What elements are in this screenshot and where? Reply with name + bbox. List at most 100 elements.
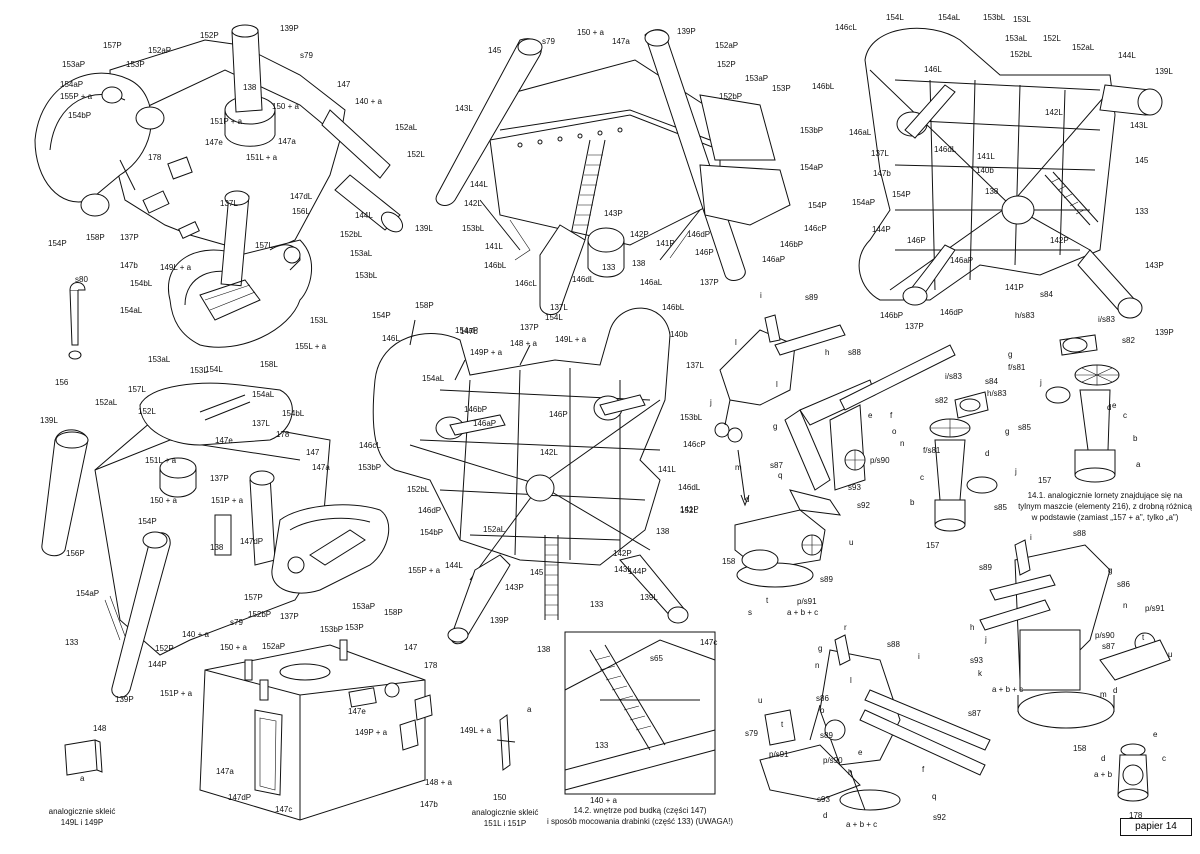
part-label: e bbox=[1112, 401, 1117, 410]
part-label: 137L bbox=[550, 303, 568, 312]
part-label: u bbox=[758, 696, 762, 705]
caption-151: analogicznie skleić 151L i 151P bbox=[472, 808, 539, 828]
part-label: 152bP bbox=[719, 92, 742, 101]
part-label: s88 bbox=[1073, 529, 1086, 538]
part-label: 150 + a bbox=[150, 496, 177, 505]
part-label: 157P bbox=[244, 593, 263, 602]
page-number-badge: papier 14 bbox=[1120, 818, 1192, 836]
part-label: o bbox=[892, 427, 897, 436]
part-label: r bbox=[844, 623, 847, 632]
part-label: e bbox=[858, 748, 863, 757]
part-label: 152L bbox=[138, 407, 156, 416]
part-label: 141L bbox=[485, 242, 503, 251]
part-label: s88 bbox=[887, 640, 900, 649]
part-label: 146dL bbox=[934, 145, 957, 154]
caption-149-line1: analogicznie skleić bbox=[49, 807, 116, 816]
caption-14-1-line3: w podstawie (zamiast „157 + a", tylko „a… bbox=[1031, 513, 1179, 522]
part-label: a bbox=[80, 774, 85, 783]
part-label: 146aP bbox=[473, 419, 496, 428]
part-label: 144P bbox=[872, 225, 891, 234]
part-label: 143L bbox=[1130, 121, 1148, 130]
part-label: 146dL bbox=[678, 483, 701, 492]
part-label: s86 bbox=[1117, 580, 1130, 589]
part-label: 150 + a bbox=[272, 102, 299, 111]
part-label: 145 bbox=[488, 46, 502, 55]
part-label: a + b + c bbox=[846, 820, 877, 829]
part-label: s82 bbox=[1122, 336, 1135, 345]
part-label: 148 + a bbox=[425, 778, 452, 787]
part-label: 141P bbox=[680, 505, 699, 514]
part-label: 144L bbox=[1118, 51, 1136, 60]
part-label: 149L + a bbox=[160, 263, 192, 272]
part-label: c bbox=[920, 473, 924, 482]
part-label: 137P bbox=[280, 612, 299, 621]
part-label: 149L + a bbox=[555, 335, 587, 344]
part-label: g bbox=[1108, 566, 1112, 575]
part-label: 137L bbox=[252, 419, 270, 428]
part-label: 154P bbox=[48, 239, 67, 248]
part-label: h bbox=[970, 623, 974, 632]
part-label: 137L bbox=[871, 149, 889, 158]
part-label: s93 bbox=[970, 656, 983, 665]
part-label: a + b bbox=[1094, 770, 1113, 779]
part-label: 143L bbox=[455, 104, 473, 113]
caption-149-line2: 149L i 149P bbox=[61, 818, 103, 827]
part-label: t bbox=[781, 720, 784, 729]
part-label: s79 bbox=[300, 51, 313, 60]
part-label: 142L bbox=[540, 448, 558, 457]
part-label: 147a bbox=[216, 767, 234, 776]
part-label: 153P bbox=[126, 60, 145, 69]
part-label: 154bP bbox=[420, 528, 443, 537]
part-label: g bbox=[1005, 427, 1009, 436]
part-label: s bbox=[748, 608, 752, 617]
part-label: 145 bbox=[1135, 156, 1149, 165]
part-label: 149P + a bbox=[355, 728, 388, 737]
part-label: 147a bbox=[612, 37, 630, 46]
part-label: 151L + a bbox=[145, 456, 177, 465]
part-label: 153L bbox=[310, 316, 328, 325]
part-label: 148 bbox=[93, 724, 107, 733]
part-label: 133 bbox=[590, 600, 604, 609]
part-label: 178 bbox=[1129, 811, 1143, 820]
part-label: o bbox=[820, 706, 825, 715]
part-label: 154aP bbox=[76, 589, 99, 598]
part-label: 147 bbox=[306, 448, 320, 457]
part-label: 141P bbox=[1005, 283, 1024, 292]
part-label: k bbox=[978, 669, 983, 678]
part-label: 137P bbox=[210, 474, 229, 483]
part-label: e bbox=[868, 411, 873, 420]
part-label: 147a bbox=[312, 463, 330, 472]
gun-assembly-bottom bbox=[759, 634, 991, 811]
part-label: u bbox=[1168, 650, 1172, 659]
part-label: 140b bbox=[976, 166, 994, 175]
caption-14-1: 14.1. analogicznie lornety znajdujące si… bbox=[1018, 491, 1192, 522]
part-label: 154L bbox=[545, 313, 563, 322]
part-label: 147e bbox=[205, 138, 223, 147]
part-label: 140 + a bbox=[355, 97, 382, 106]
part-label: 155P + a bbox=[408, 566, 441, 575]
part-label: 157L bbox=[128, 385, 146, 394]
part-label: d bbox=[985, 449, 989, 458]
gun-assembly-right bbox=[979, 539, 1171, 729]
inset-14-2 bbox=[564, 631, 716, 795]
part-label: 148 + a bbox=[510, 339, 537, 348]
part-label: 152bL bbox=[1010, 50, 1033, 59]
part-label: 142L bbox=[464, 199, 482, 208]
part-label: 146P bbox=[549, 410, 568, 419]
part-label: 158 bbox=[722, 557, 736, 566]
part-label: 147a bbox=[278, 137, 296, 146]
part-label: s79 bbox=[745, 729, 758, 738]
part-label: 158P bbox=[415, 301, 434, 310]
part-label: 152P bbox=[717, 60, 736, 69]
part-label: 147b bbox=[873, 169, 891, 178]
part-label: 153aL bbox=[1005, 34, 1028, 43]
part-label: 147c bbox=[700, 638, 717, 647]
part-label: 138 bbox=[537, 645, 551, 654]
part-label: 133 bbox=[595, 741, 609, 750]
part-label: 157P bbox=[103, 41, 122, 50]
part-label: p/s90 bbox=[823, 756, 843, 765]
part-label: d bbox=[1113, 686, 1117, 695]
part-label: 139L bbox=[640, 593, 658, 602]
part-label: 154bL bbox=[282, 409, 305, 418]
